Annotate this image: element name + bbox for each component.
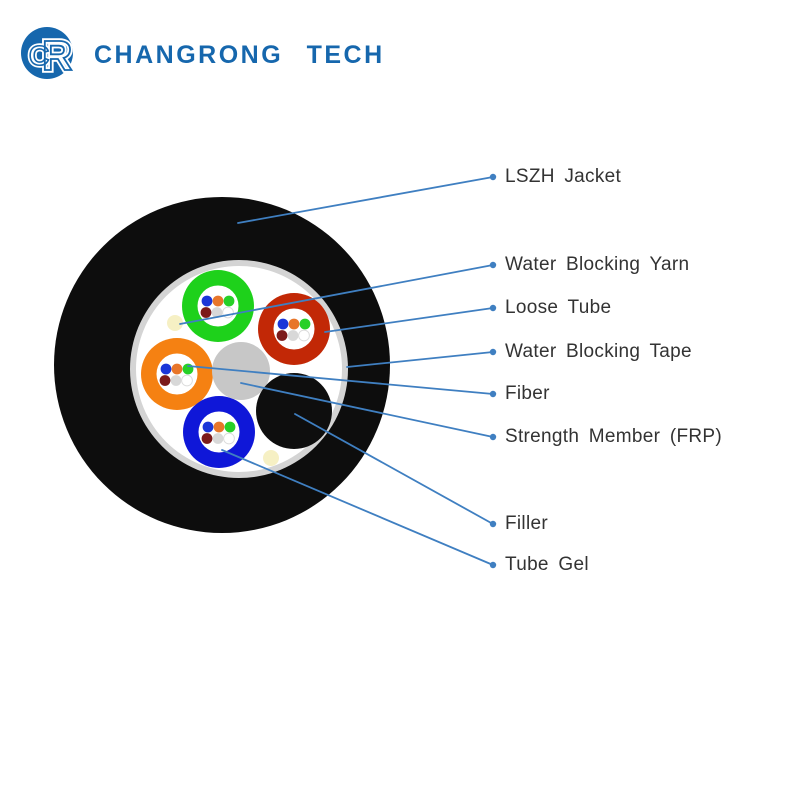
label-lszh-jacket: LSZH Jacket [505,166,622,187]
leader-dot-tube-gel [489,561,497,569]
logo-letter-c-inner: C [29,40,49,71]
water-blocking-yarn-dot [263,450,279,466]
fiber-dot-gray [287,330,299,341]
water-blocking-yarn-dot [167,315,183,331]
fiber-dot-dark-red [159,375,171,386]
leader-dot-loose-tube [489,304,497,312]
leader-line-loose-tube [324,307,494,333]
leader-line-water-blocking-yarn [179,264,494,325]
leader-line-fiber [187,365,494,395]
fiber-dot-orange [213,421,225,433]
label-water-blocking-tape: Water Blocking Tape [505,341,692,362]
loose-tube-green [182,270,254,342]
brand-title: CHANGRONG TECH [94,40,385,69]
leader-line-strength-member [240,382,494,438]
logo-letter-r-outline: R [42,32,72,79]
label-fiber: Fiber [505,383,550,404]
fiber-dot-blue [202,421,214,433]
loose-tube-red [258,293,330,365]
fiber-dot-orange [212,295,224,307]
fiber-dot-white [298,329,310,342]
changrong-logo-icon: C R C R [21,27,75,82]
fiber-dot-gray [212,433,224,444]
fiber-dot-white [181,374,193,387]
fiber-dot-gray [211,307,223,318]
fiber-dot-gray [170,375,182,386]
leader-line-lszh-jacket [237,176,494,224]
leader-dot-water-blocking-tape [489,348,497,356]
logo-circle [21,27,73,79]
label-tube-gel: Tube Gel [505,554,589,575]
leader-dot-filler [489,520,497,528]
label-filler: Filler [505,513,548,534]
label-loose-tube: Loose Tube [505,297,612,318]
fiber-dot-orange [288,318,300,330]
fiber-dot-green [224,421,236,433]
fiber-dot-dark-red [201,433,213,444]
leader-end-dots [489,173,497,569]
fiber-dot-dark-red [276,330,288,341]
leader-dot-lszh-jacket [489,173,497,181]
fiber-dot-green [299,318,311,330]
logo-letter-c-outline: C [29,40,49,71]
label-strength-member-frp: Strength Member (FRP) [505,426,723,447]
loose-tube-orange [141,338,213,410]
leader-dot-fiber [489,390,497,398]
label-water-blocking-yarn: Water Blocking Yarn [505,254,690,275]
loose-tube-blue [183,396,255,468]
leader-lines [179,176,494,566]
leader-line-water-blocking-tape [346,351,494,368]
leader-dot-water-blocking-yarn [489,261,497,269]
logo-letter-r-inner: R [42,32,72,79]
brand-header: C R C R CHANGRONG TECH [16,22,385,88]
leader-line-tube-gel [221,449,494,566]
fiber-dot-blue [201,295,213,307]
leader-line-filler [294,413,494,525]
leader-dot-strength-member [489,433,497,441]
fiber-dot-orange [171,363,183,375]
fiber-dot-blue [277,318,289,330]
fiber-dot-blue [160,363,172,375]
fiber-dot-dark-red [200,307,212,318]
fiber-dot-green [223,295,235,307]
filler-circle [256,373,332,449]
fiber-dot-white [223,432,235,445]
